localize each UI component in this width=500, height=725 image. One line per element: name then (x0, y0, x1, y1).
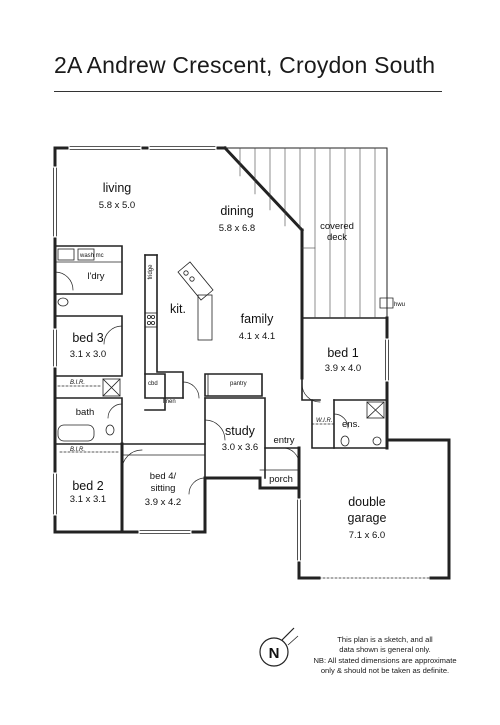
room-name-kit: kit. (170, 302, 186, 316)
room-name-family: family (241, 312, 274, 326)
disclaimer-line4: only & should not be taken as definite. (320, 665, 450, 675)
label-wir: W.I.R. (316, 418, 332, 424)
disclaimer: This plan is a sketch, and all data show… (300, 635, 470, 675)
room-name-ens: ens. (342, 419, 360, 430)
room-name-garage-line2: garage (348, 511, 387, 525)
label-pantry: pantry (230, 381, 247, 387)
deck-label-line2: deck (327, 232, 347, 243)
disclaimer-line3: NB: All stated dimensions are approximat… (313, 656, 457, 665)
room-name-bed2: bed 2 (72, 479, 103, 493)
room-dim-living: 5.8 x 5.0 (99, 200, 135, 211)
room-name-study: study (225, 424, 256, 438)
room-dim-study: 3.0 x 3.6 (222, 442, 258, 453)
room-name-bed1: bed 1 (327, 346, 358, 360)
room-dim-bed1: 3.9 x 4.0 (325, 363, 361, 374)
room-dim-dining: 5.8 x 6.8 (219, 223, 255, 234)
room-name-bed4-line1: bed 4/ (150, 471, 177, 482)
room-name-bed4-line2: sitting (151, 483, 176, 494)
room-dim-bed2: 3.1 x 3.1 (70, 494, 106, 505)
label-fridge: fridge (148, 264, 154, 280)
room-name-ldry: l'dry (87, 271, 104, 282)
room-name-dining: dining (220, 204, 253, 218)
room-name-garage-line1: double (348, 495, 386, 509)
compass-letter: N (269, 645, 280, 662)
room-dim-bed3: 3.1 x 3.0 (70, 349, 106, 360)
label-bir-bed2: B.I.R. (70, 447, 85, 453)
label-cbd: cbd (148, 381, 158, 387)
disclaimer-line2: data shown is general only. (339, 644, 431, 654)
title-divider (54, 91, 442, 92)
plan-title: 2A Andrew Crescent, Croydon South (54, 52, 436, 78)
room-dim-bed4: 3.9 x 4.2 (145, 497, 181, 508)
room-name-bed3: bed 3 (72, 331, 103, 345)
label-linen: linen (163, 399, 176, 405)
label-bir-bed3: B.I.R. (70, 380, 85, 386)
label-hwu: hwu (394, 302, 405, 308)
room-name-living: living (103, 181, 132, 195)
deck-label-line1: covered (320, 221, 354, 232)
disclaimer-line1: This plan is a sketch, and all (337, 635, 433, 644)
room-dim-family: 4.1 x 4.1 (239, 331, 275, 342)
label-wash-mc: wash mc (79, 253, 104, 259)
room-dim-garage: 7.1 x 6.0 (349, 530, 385, 541)
room-name-porch: porch (269, 474, 293, 485)
room-name-entry: entry (273, 435, 294, 446)
north-arrow-icon (259, 627, 299, 667)
room-name-bath: bath (76, 407, 95, 418)
